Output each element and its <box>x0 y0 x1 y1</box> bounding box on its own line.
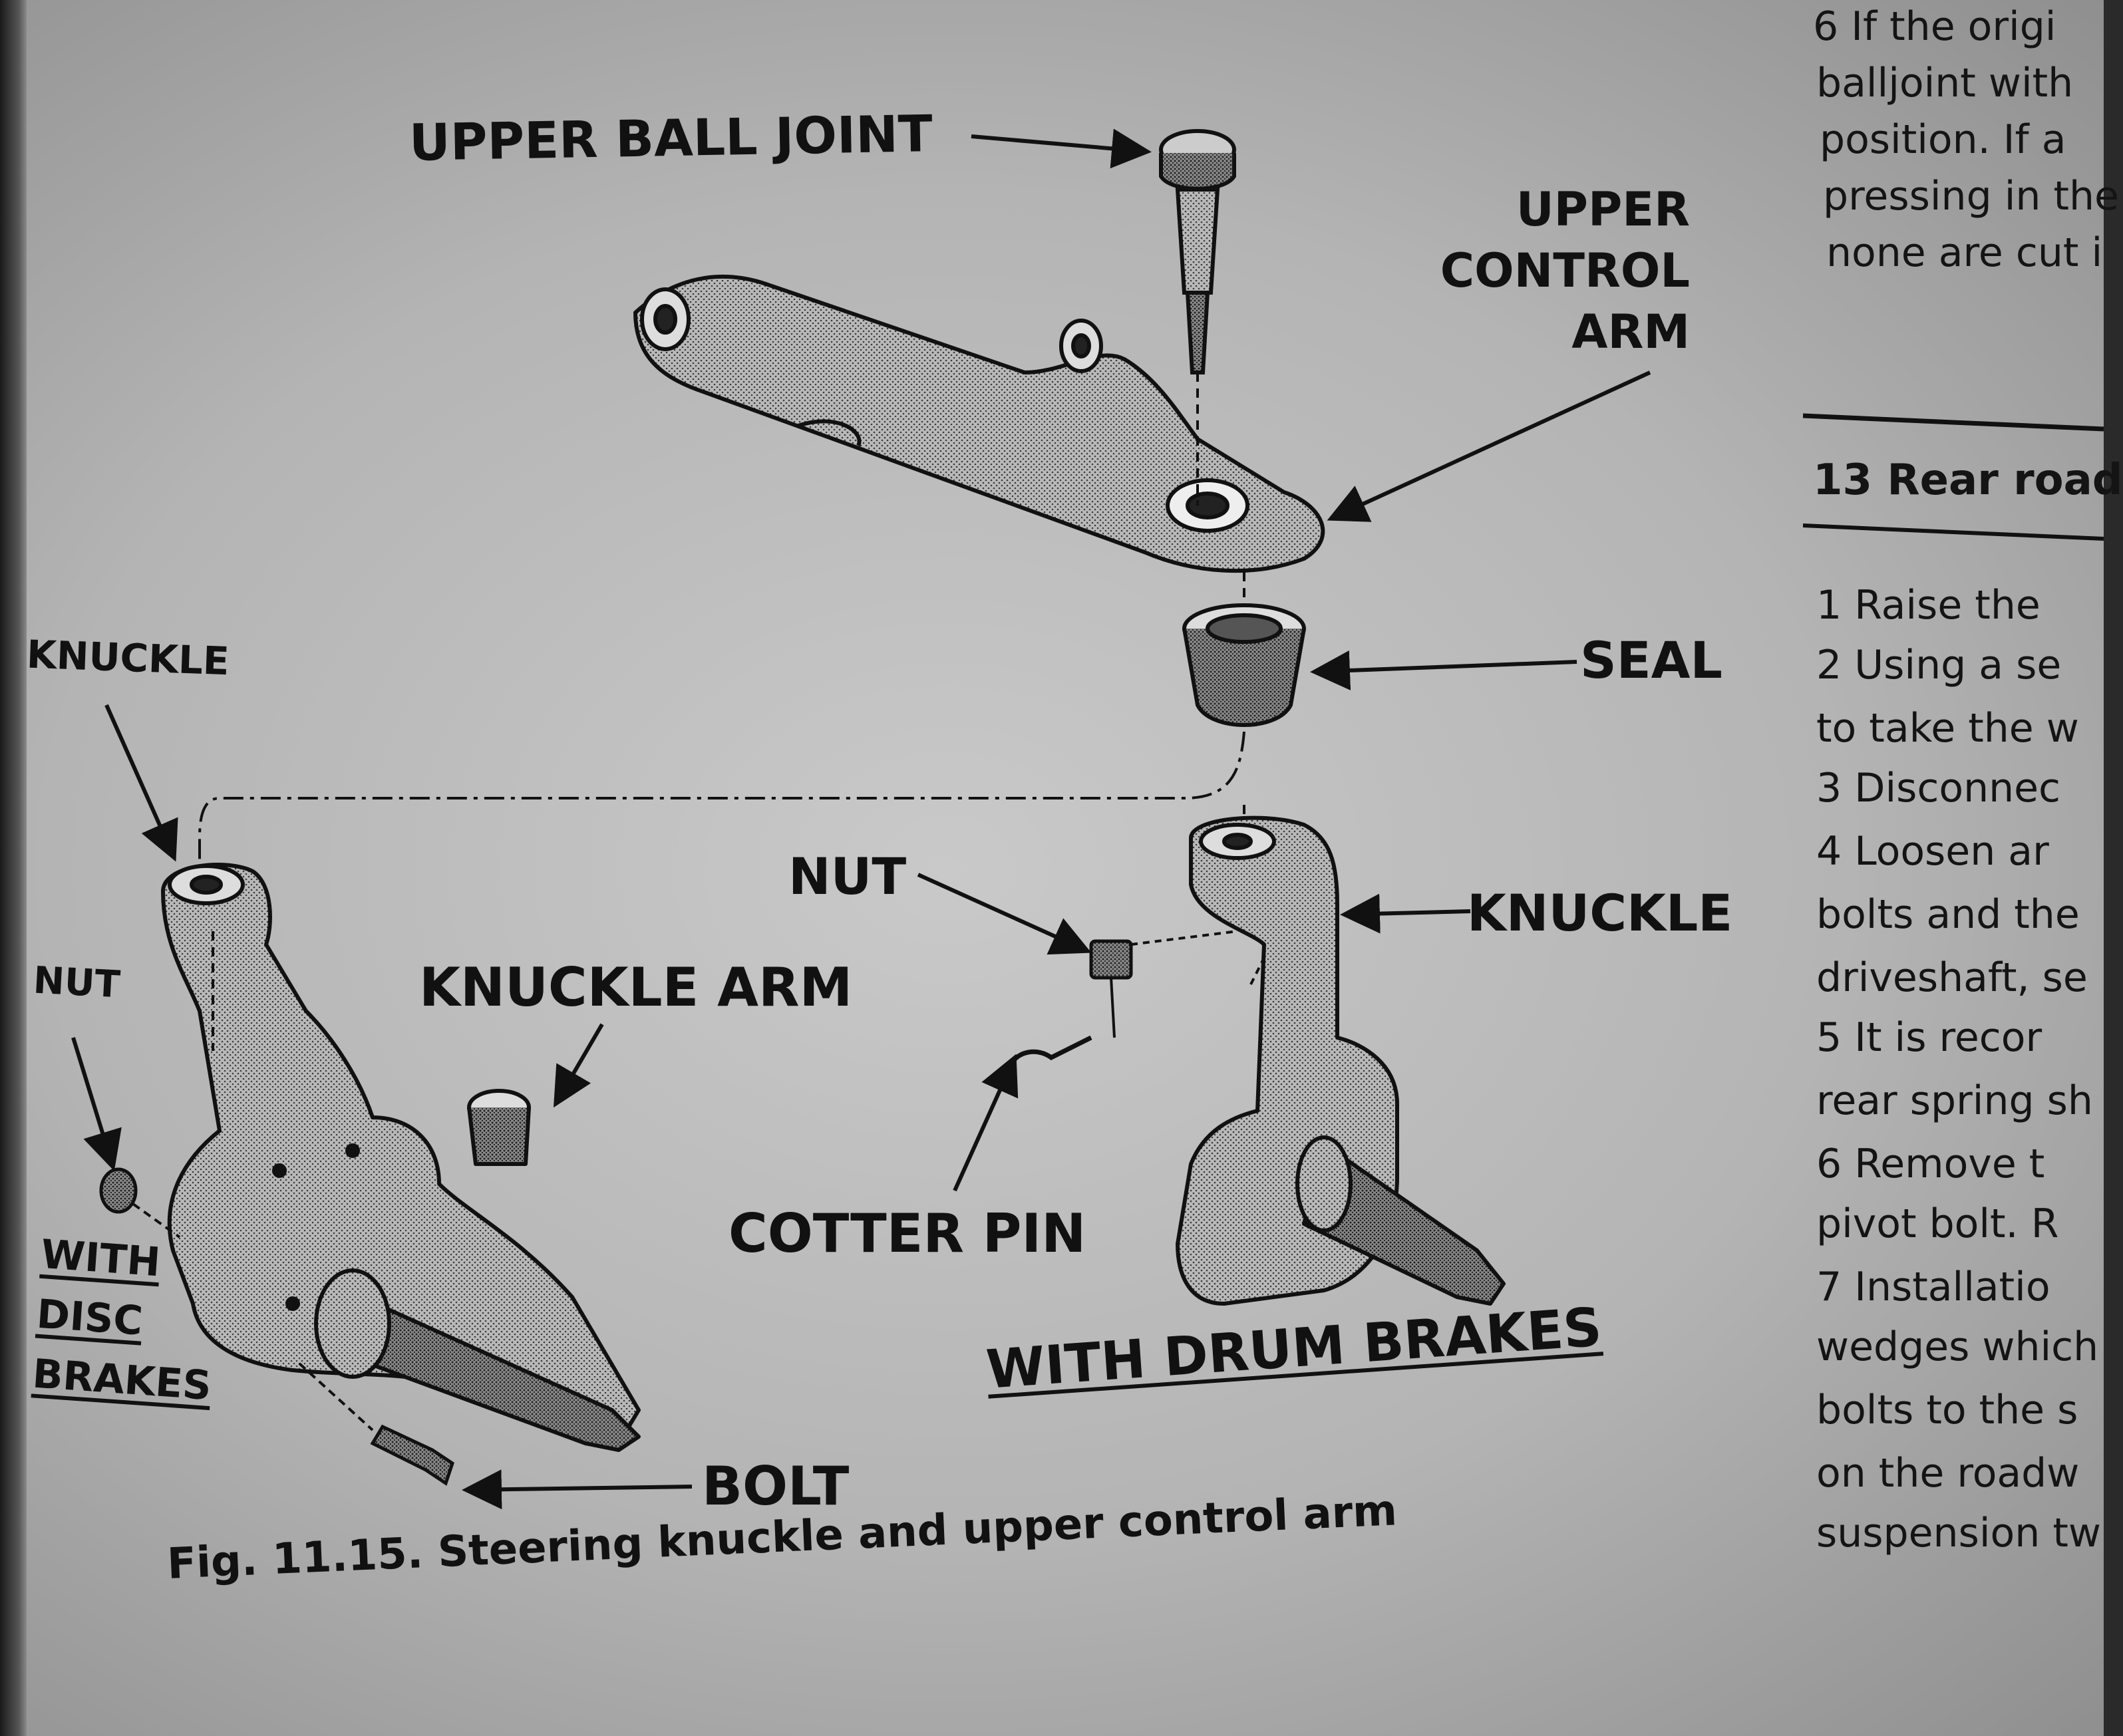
label-knuckle-right: KNUCKLE <box>1467 883 1733 942</box>
label-nut-left: NUT <box>32 958 122 1007</box>
centerline-seal-to-left-knuckle <box>198 731 1245 878</box>
label-upper-control-arm-line1: UPPER <box>1516 182 1690 237</box>
text-line: 5 It is recor <box>1816 1014 2042 1061</box>
text-line: bolts and the <box>1816 891 2080 938</box>
label-nut-center: NUT <box>788 847 907 906</box>
upper-ball-joint-drawing <box>1159 129 1236 506</box>
text-line: wedges which <box>1816 1324 2099 1370</box>
text-line: 2 Using a se <box>1816 642 2062 688</box>
text-line: pressing in the <box>1823 173 2119 219</box>
label-upper-control-arm: UPPER CONTROL ARM <box>1437 186 1690 355</box>
label-cotter-pin: COTTER PIN <box>729 1203 1086 1264</box>
label-knuckle-arm: KNUCKLE ARM <box>419 956 853 1018</box>
upper-control-arm-drawing <box>633 274 1325 573</box>
book-spine-shadow <box>0 0 27 1736</box>
label-upper-control-arm-line2: CONTROL <box>1440 243 1690 298</box>
text-line: bolts to the s <box>1816 1387 2078 1433</box>
text-line: rear spring sh <box>1816 1078 2093 1124</box>
label-bolt: BOLT <box>702 1455 850 1517</box>
left-nut-bolt-drawing <box>99 1167 454 1486</box>
text-line: pivot bolt. R <box>1816 1201 2059 1247</box>
text-line: 4 Loosen ar <box>1816 828 2049 875</box>
text-line: balljoint with <box>1816 60 2074 106</box>
left-knuckle-drawing <box>161 863 641 1452</box>
text-line: on the roadw <box>1816 1450 2080 1497</box>
seal-drawing <box>1182 572 1306 727</box>
leader-arrows <box>71 128 1651 1510</box>
label-seal: SEAL <box>1580 631 1722 690</box>
text-line: none are cut i <box>1826 229 2103 276</box>
text-line: suspension tw <box>1816 1510 2101 1556</box>
section-heading: 13 Rear road <box>1813 456 2123 505</box>
label-upper-control-arm-line3: ARM <box>1571 305 1690 359</box>
text-line: driveshaft, se <box>1816 954 2088 1001</box>
text-line: 6 Remove t <box>1816 1141 2045 1187</box>
right-knuckle-drawing <box>1176 815 1506 1306</box>
nut-cotter-drawing <box>1009 930 1238 1066</box>
label-with-disc-brakes-line3: BRAKES <box>31 1350 213 1410</box>
text-line: 3 Disconnec <box>1816 765 2061 811</box>
text-line: 6 If the origi <box>1813 3 2056 50</box>
text-line: to take the w <box>1816 705 2079 752</box>
label-knuckle-left: KNUCKLE <box>25 631 230 684</box>
label-with-disc-brakes-line2: DISC <box>35 1290 144 1345</box>
text-line: position. If a <box>1820 116 2066 163</box>
text-line: 1 Raise the <box>1816 582 2041 629</box>
label-with-disc-brakes: WITH DISC BRAKES <box>31 1231 221 1410</box>
text-line: 7 Installatio <box>1816 1264 2050 1310</box>
label-upper-ball-joint: UPPER BALL JOINT <box>408 104 933 172</box>
right-text-column: 6 If the origi balljoint with position. … <box>1810 0 2123 1736</box>
